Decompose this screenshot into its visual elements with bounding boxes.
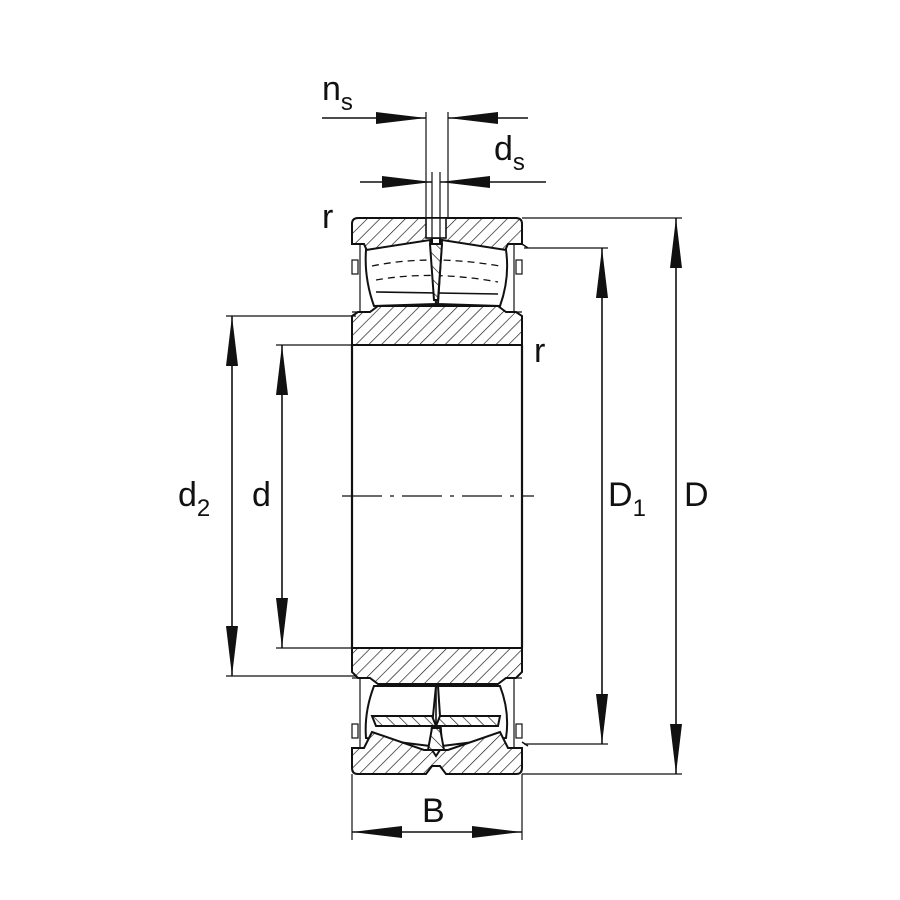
label-ds: ds <box>494 130 525 176</box>
label-r-inner: r <box>534 332 545 370</box>
top-inner-ring <box>351 305 523 346</box>
dimension-D <box>522 217 682 775</box>
bottom-outer-ring <box>351 730 523 775</box>
label-D: D <box>684 476 709 514</box>
bottom-rollers <box>364 685 509 751</box>
top-side-seals <box>351 243 529 313</box>
label-ns: ns <box>322 70 353 116</box>
label-r-outer: r <box>322 198 333 236</box>
bore-outline <box>342 345 534 648</box>
label-D1: D1 <box>608 476 646 522</box>
label-B: B <box>422 792 445 830</box>
dimension-d2 <box>226 315 356 677</box>
label-d2: d2 <box>178 476 210 522</box>
dimension-D1 <box>524 247 608 745</box>
dimension-ds <box>360 172 546 238</box>
dimension-ns <box>322 112 528 218</box>
dimension-B <box>351 774 523 840</box>
lube-hole-top <box>425 217 447 239</box>
top-rollers <box>364 238 509 308</box>
bottom-inner-ring <box>351 647 523 685</box>
dimension-d <box>276 344 352 649</box>
label-d: d <box>252 476 271 514</box>
